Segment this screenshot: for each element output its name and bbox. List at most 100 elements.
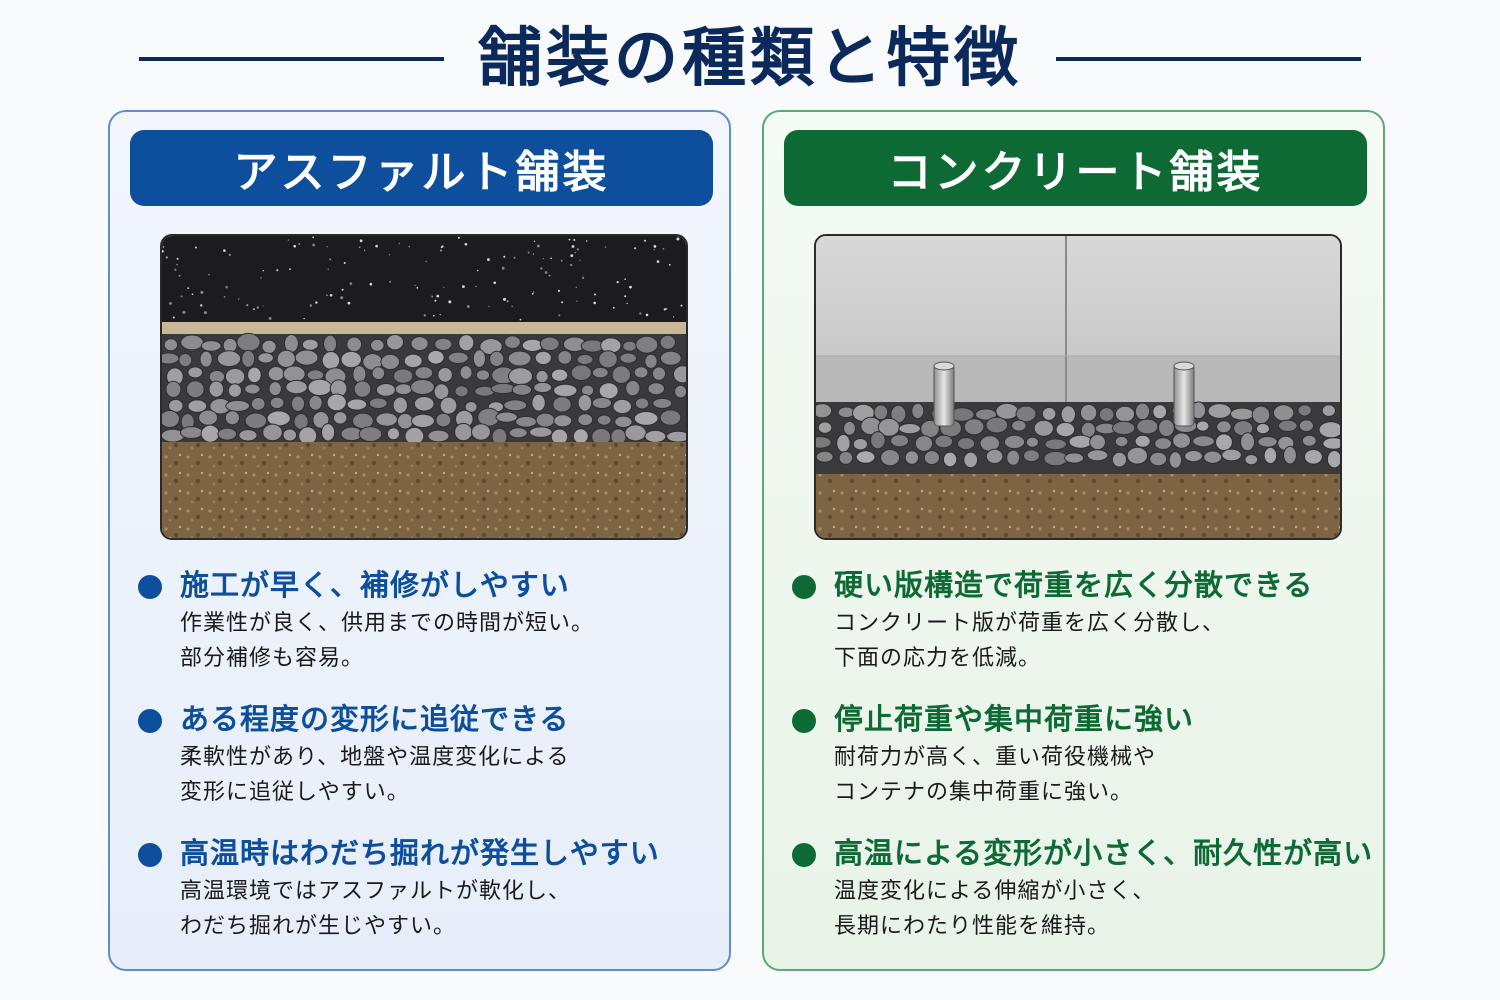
gravel-stone <box>224 410 241 426</box>
asphalt-speck <box>680 304 683 307</box>
gravel-stone <box>1134 434 1151 448</box>
asphalt-speck <box>653 245 657 248</box>
gravel-stone <box>394 383 413 396</box>
gravel-stone <box>285 379 308 395</box>
gravel-stone <box>577 394 593 412</box>
asphalt-speck <box>440 246 443 249</box>
gravel-stone <box>1025 436 1039 448</box>
gravel-stone <box>308 394 323 411</box>
gravel-stone <box>266 410 291 427</box>
asphalt-speck <box>287 239 290 241</box>
feature-description: 耐荷力が高く、重い荷役機械や コンテナの集中荷重に強い。 <box>834 740 1372 810</box>
gravel-stone <box>413 396 435 412</box>
gravel-stone <box>1079 403 1098 422</box>
gravel-stone <box>346 398 368 411</box>
asphalt-speck <box>544 271 548 274</box>
gravel-stone <box>1244 454 1259 466</box>
gravel-stone <box>1263 446 1278 465</box>
gravel-stone <box>269 396 285 410</box>
asphalt-speck <box>375 244 378 248</box>
asphalt-speck <box>585 240 588 242</box>
bullet-icon <box>792 709 816 733</box>
feature-description-line: 作業性が良く、供用までの時間が短い。 <box>180 611 595 636</box>
gravel-stone <box>1114 435 1129 448</box>
asphalt-speck <box>570 263 573 267</box>
asphalt-speck <box>180 295 183 298</box>
asphalt-speck <box>349 282 353 285</box>
asphalt-speck <box>436 294 440 298</box>
gravel-stone <box>236 332 261 352</box>
gravel-stone <box>1015 405 1037 423</box>
concrete-feature-list: 硬い版構造で荷重を広く分散できる コンクリート版が荷重を広く分散し、 下面の応力… <box>792 564 1372 966</box>
gravel-stone <box>1207 403 1232 419</box>
gravel-stone <box>178 353 193 368</box>
gravel-stone <box>1041 406 1057 421</box>
gravel-stone <box>208 380 225 398</box>
gravel-stone <box>904 450 920 465</box>
gravel-stone <box>1303 449 1323 465</box>
asphalt-speck <box>511 305 513 307</box>
asphalt-speck <box>464 242 468 246</box>
gravel-stone <box>1152 404 1168 420</box>
asphalt-speck <box>200 290 204 294</box>
gravel-stone <box>261 339 277 355</box>
gravel-stone <box>550 368 569 382</box>
feature-title: 高温による変形が小さく、耐久性が高い <box>834 836 1374 870</box>
gravel-stone <box>659 409 682 426</box>
asphalt-speck <box>341 288 344 291</box>
gravel-stone <box>553 383 578 398</box>
asphalt-speck <box>434 299 437 302</box>
gravel-stone <box>307 378 333 397</box>
gravel-stone <box>1203 450 1223 464</box>
gravel-stone <box>386 427 401 441</box>
gravel-stone <box>1033 419 1055 437</box>
asphalt-speck <box>162 246 165 248</box>
gravel-stone <box>250 397 266 411</box>
gravel-stone <box>1114 405 1136 423</box>
asphalt-speck <box>513 256 516 259</box>
gravel-stone <box>198 409 219 426</box>
asphalt-speck <box>612 306 615 309</box>
gravel-stone <box>1043 450 1069 467</box>
gravel-stone <box>1006 449 1021 466</box>
asphalt-speck <box>582 276 585 279</box>
asphalt-speck <box>668 263 671 266</box>
asphalt-speck <box>575 286 577 289</box>
gravel-stone <box>572 428 589 445</box>
asphalt-speck <box>208 273 210 276</box>
feature-description-line: 高温環境ではアスファルトが軟化し、 <box>180 879 572 904</box>
gravel-stone <box>1240 432 1255 452</box>
feature-description-line: コンテナの集中荷重に強い。 <box>834 780 1134 805</box>
gravel-stone <box>282 428 298 442</box>
feature-title: ある程度の変形に追従できる <box>180 702 570 736</box>
bullet-icon <box>792 843 816 867</box>
gravel-stone <box>1154 437 1173 451</box>
asphalt-speck <box>629 285 632 289</box>
gravel-stone <box>464 401 478 413</box>
gravel-stone <box>1301 434 1317 447</box>
feature-description-line: 柔軟性があり、地盤や温度変化による <box>180 745 570 770</box>
asphalt-speck <box>634 247 637 250</box>
asphalt-speck <box>576 300 578 302</box>
gravel-stone <box>490 382 516 395</box>
gravel-stone <box>358 426 383 443</box>
gravel-stone <box>163 338 179 352</box>
gravel-stone <box>276 349 297 369</box>
asphalt-speck <box>540 267 543 270</box>
asphalt-speck <box>656 260 660 263</box>
gravel-stone <box>321 423 336 442</box>
asphalt-speck <box>303 317 305 320</box>
asphalt-speck <box>276 269 279 272</box>
page-title-row: 舗装の種類と特徴 <box>0 14 1500 104</box>
gravel-stone <box>1257 436 1278 448</box>
asphalt-speck <box>223 249 226 252</box>
gravel-stone <box>1126 446 1148 465</box>
asphalt-speck <box>389 280 392 283</box>
gravel-stone <box>290 395 306 412</box>
gravel-stone <box>504 335 521 349</box>
asphalt-cross-section-illustration <box>160 234 688 540</box>
gravel-stone <box>963 451 979 469</box>
gravel-stone <box>533 381 553 394</box>
asphalt-speck <box>364 249 366 251</box>
gravel-stone <box>1023 449 1040 463</box>
